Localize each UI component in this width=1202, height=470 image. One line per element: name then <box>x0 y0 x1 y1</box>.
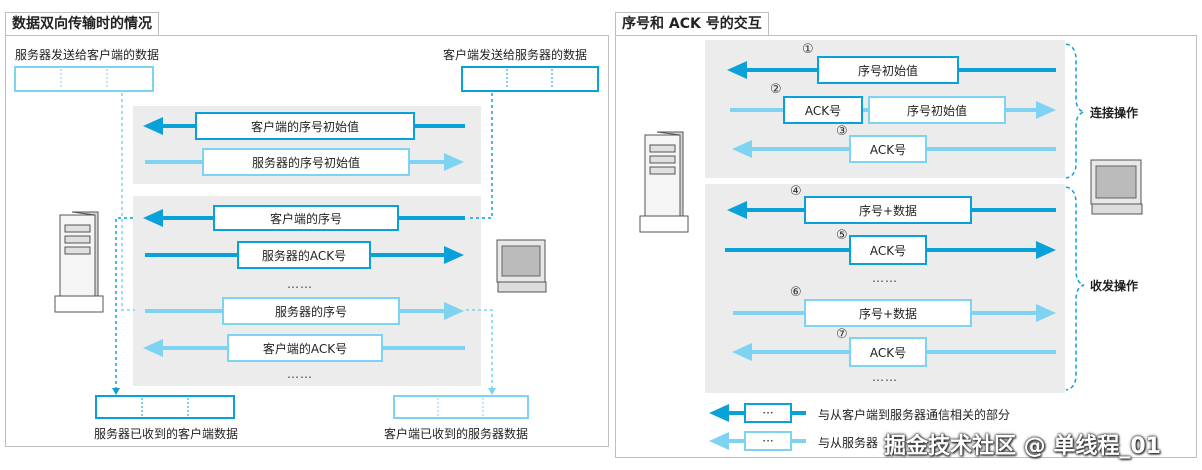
isn-box-1: 序号初始值 <box>817 56 959 84</box>
server-ack-box: 服务器的ACK号 <box>237 241 371 269</box>
step-6-marker: ⑥ <box>790 285 802 300</box>
left-panel-title: 数据双向传输时的情况 <box>5 12 159 35</box>
ack-box-7: ACK号 <box>849 337 927 367</box>
right-panel-title: 序号和 ACK 号的交互 <box>615 12 769 35</box>
client-recv-label: 客户端已收到的服务器数据 <box>384 427 529 441</box>
ack-box-5: ACK号 <box>849 235 927 265</box>
connect-operation-label: 连接操作 <box>1090 106 1139 120</box>
server-isn-box: 服务器的序号初始值 <box>202 148 410 176</box>
ack-box-3: ACK号 <box>849 135 927 163</box>
ack-box-2: ACK号 <box>783 96 863 124</box>
step-2-marker: ② <box>770 82 782 97</box>
isn-box-2: 序号初始值 <box>868 96 1006 124</box>
legend-box-dark: ··· <box>744 403 792 423</box>
server-send-label: 服务器发送给客户端的数据 <box>15 48 160 62</box>
client-ack-box: 客户端的ACK号 <box>227 334 383 362</box>
right-dots-1: …… <box>872 271 898 285</box>
step-5-marker: ⑤ <box>836 228 848 243</box>
braces <box>1065 43 1085 391</box>
legend-light-label: 与从服务器 <box>818 436 879 450</box>
step-7-marker: ⑦ <box>836 327 848 342</box>
client-seq-box: 客户端的序号 <box>213 205 399 231</box>
client-isn-box: 客户端的序号初始值 <box>195 112 415 140</box>
server-seq-box: 服务器的序号 <box>222 297 400 325</box>
left-dots-1: …… <box>287 277 313 291</box>
send-recv-operation-label: 收发操作 <box>1090 279 1139 293</box>
watermark: 掘金技术社区 @ 单线程_01 <box>884 434 1161 459</box>
legend-box-light: ··· <box>744 431 792 451</box>
server-icon-left <box>54 211 104 313</box>
client-send-buffer <box>461 66 599 92</box>
server-recv-buffer <box>95 395 235 419</box>
step-4-marker: ④ <box>790 184 802 199</box>
server-recv-label: 服务器已收到的客户端数据 <box>94 427 239 441</box>
server-send-buffer <box>14 66 154 92</box>
legend-dark-label: 与从客户端到服务器通信相关的部分 <box>818 408 1011 422</box>
computer-icon-right <box>1090 159 1143 215</box>
right-dots-2: …… <box>872 370 898 384</box>
client-send-label: 客户端发送给服务器的数据 <box>443 48 588 62</box>
server-icon-right <box>639 131 689 233</box>
seq-data-box-6: 序号+数据 <box>804 299 972 327</box>
step-3-marker: ③ <box>836 124 848 139</box>
step-1-marker: ① <box>802 42 814 57</box>
seq-data-box-4: 序号+数据 <box>804 196 972 224</box>
client-recv-buffer <box>393 395 529 419</box>
computer-icon-left <box>496 239 547 293</box>
left-dots-2: …… <box>287 367 313 381</box>
